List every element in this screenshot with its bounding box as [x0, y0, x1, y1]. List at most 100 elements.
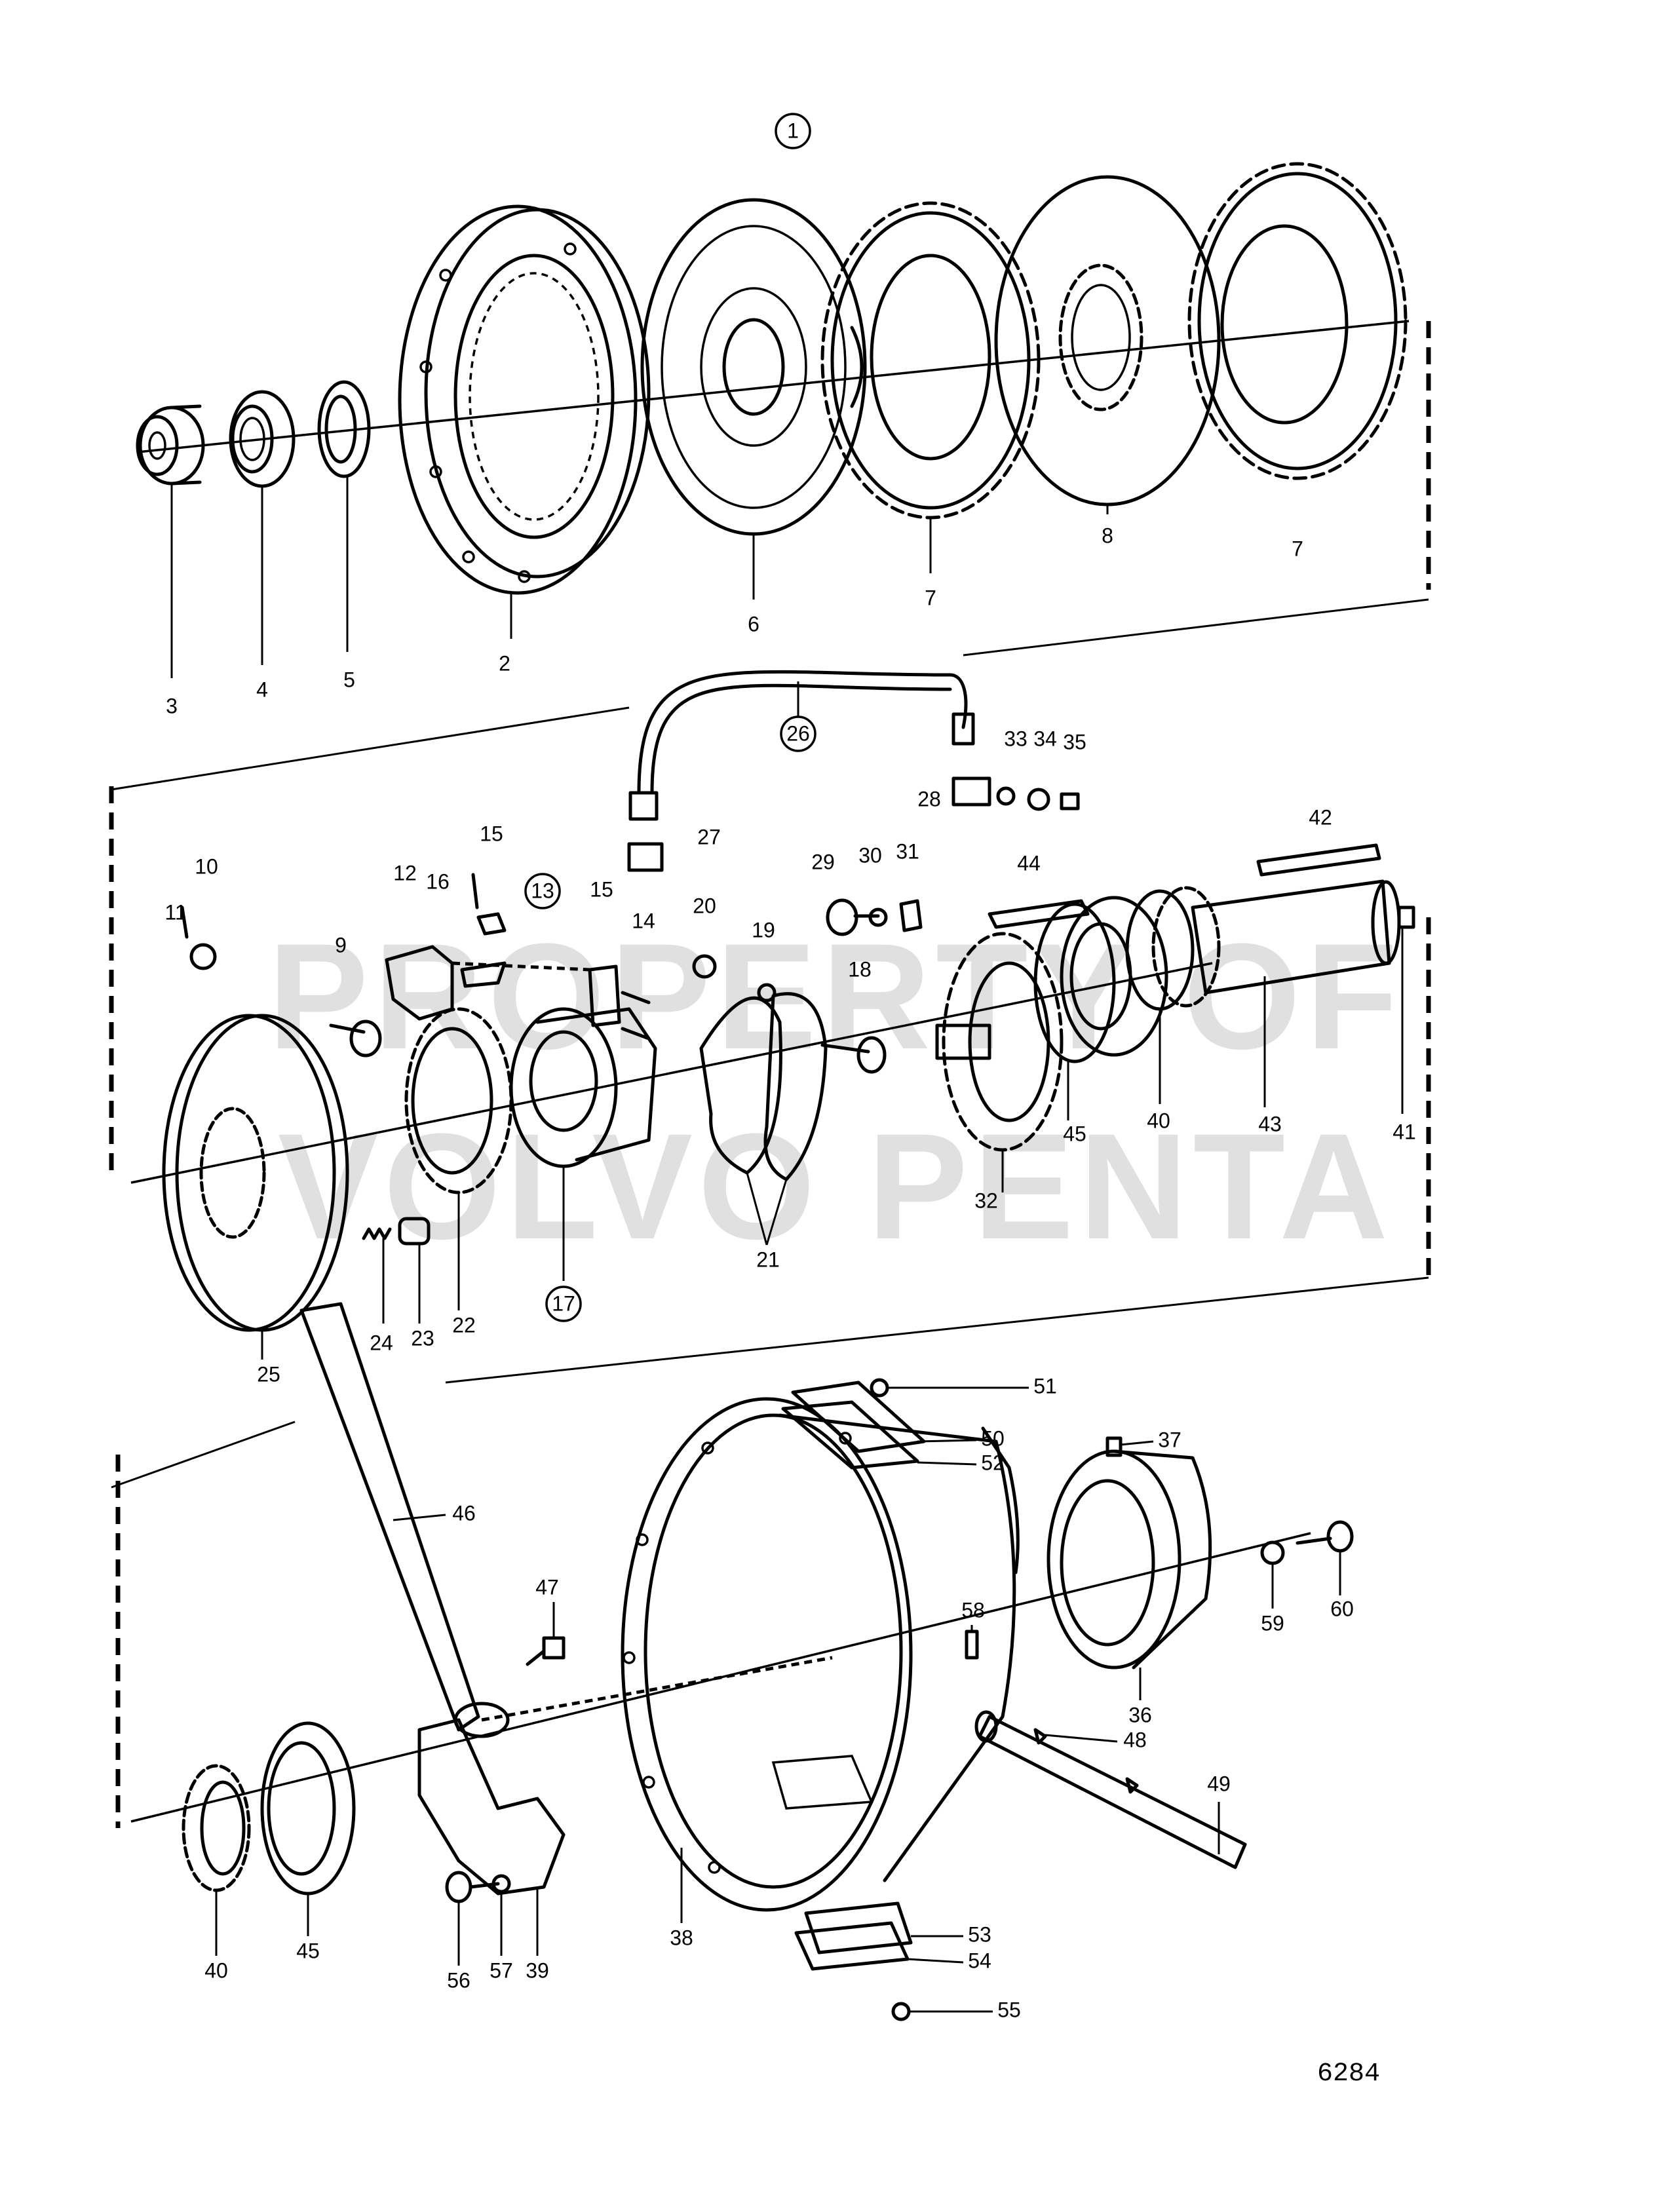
- callout-15a: 15: [480, 822, 503, 845]
- callout-53: 53: [968, 1922, 991, 1946]
- bearing-flange-36: [1047, 1449, 1212, 1669]
- section-guides: [109, 321, 1431, 1828]
- lock-plate-31: [899, 899, 923, 932]
- callout-26: 26: [786, 721, 810, 745]
- callout-31: 31: [896, 839, 919, 863]
- group-callouts: 1 26 13 17: [524, 113, 816, 1322]
- link-15b: [588, 964, 621, 1027]
- callout-22: 22: [452, 1313, 476, 1337]
- callout-6: 6: [748, 612, 759, 636]
- callout-37: 37: [1158, 1428, 1181, 1451]
- callout-39: 39: [526, 1958, 549, 1982]
- callout-28: 28: [917, 787, 941, 810]
- callout-41: 41: [1392, 1120, 1416, 1143]
- screw-47: [526, 1636, 566, 1666]
- gear-ring-2: [398, 204, 651, 595]
- plug-37: [1105, 1436, 1123, 1457]
- callout-40a: 40: [1147, 1109, 1170, 1132]
- callout-58: 58: [961, 1598, 985, 1622]
- callout-42: 42: [1309, 805, 1332, 829]
- callout-4: 4: [256, 677, 268, 701]
- callout-7b: 7: [1292, 537, 1303, 560]
- figure-number: 6284: [1317, 2059, 1380, 2089]
- callout-10: 10: [195, 854, 218, 878]
- callout-14: 14: [632, 909, 655, 932]
- callout-13: 13: [531, 879, 554, 902]
- callout-5: 5: [343, 668, 355, 691]
- bolt-18: [820, 1036, 887, 1074]
- callout-45b: 45: [296, 1939, 320, 1962]
- nut-10: [189, 943, 217, 970]
- callout-30: 30: [858, 843, 882, 867]
- callout-49: 49: [1207, 1772, 1231, 1795]
- pressure-plate-25: [162, 1014, 349, 1332]
- callout-34: 34: [1033, 727, 1057, 750]
- callout-8: 8: [1102, 524, 1113, 547]
- nut-4: [229, 390, 296, 488]
- housing-group: [130, 1302, 1354, 2021]
- shaft-assembly-group: [130, 670, 1415, 1360]
- plug-41: [1397, 906, 1415, 929]
- bolt-9: [329, 1020, 382, 1058]
- callout-9: 9: [335, 933, 347, 957]
- callout-27: 27: [697, 825, 721, 849]
- clutch-drum-6: [640, 198, 867, 536]
- key-44: [988, 899, 1090, 929]
- callout-51: 51: [1033, 1374, 1057, 1398]
- callout-24: 24: [370, 1331, 393, 1354]
- callout-15b: 15: [590, 877, 613, 901]
- callout-56: 56: [447, 1968, 471, 1992]
- watermark-line2: VOLVO PENTA: [278, 1102, 1393, 1270]
- washer-30: [868, 907, 888, 927]
- cross-shaft-49: [974, 1710, 1247, 1869]
- screw-35: [1060, 792, 1080, 810]
- callout-11: 11: [164, 900, 186, 924]
- callout-35: 35: [1063, 730, 1086, 753]
- key-48a: [1033, 1728, 1047, 1745]
- callout-60: 60: [1330, 1597, 1354, 1620]
- callout-23: 23: [411, 1326, 434, 1350]
- callout-12: 12: [393, 861, 417, 885]
- callout-40b: 40: [204, 1958, 228, 1982]
- bolt-29: [826, 898, 880, 936]
- callout-47: 47: [535, 1575, 559, 1599]
- washer-34: [1027, 788, 1050, 811]
- callout-19: 19: [752, 918, 775, 942]
- pin-14a: [621, 991, 651, 1004]
- callout-43: 43: [1258, 1112, 1282, 1135]
- lock-washer-5: [317, 380, 371, 478]
- bell-housing-38: [621, 1397, 1020, 1912]
- clutch-pack-group: [136, 162, 1410, 678]
- clamp-21b: [763, 992, 828, 1181]
- callout-45a: 45: [1063, 1122, 1086, 1145]
- callout-48: 48: [1123, 1728, 1147, 1751]
- callout-16: 16: [426, 869, 450, 893]
- washer-19: [757, 983, 777, 1002]
- callout-18: 18: [848, 957, 872, 981]
- callout-46: 46: [452, 1501, 476, 1525]
- plunger-23: [398, 1217, 431, 1246]
- pin-16: [471, 873, 479, 909]
- bolt-60: [1296, 1520, 1354, 1553]
- callout-29: 29: [811, 850, 835, 873]
- hose-26: [628, 670, 975, 821]
- callout-32: 32: [974, 1189, 998, 1212]
- washer-59: [1260, 1540, 1285, 1565]
- screw-55: [891, 2002, 911, 2021]
- split-pin-11: [180, 906, 189, 939]
- breather-58: [965, 1630, 979, 1660]
- callout-33: 33: [1004, 727, 1028, 750]
- key-42: [1256, 843, 1381, 877]
- callout-57: 57: [490, 1958, 513, 1982]
- callout-38: 38: [670, 1926, 693, 1949]
- callout-2: 2: [499, 651, 510, 675]
- callout-1: 1: [787, 119, 799, 142]
- callout-17: 17: [552, 1291, 575, 1315]
- gasket-52: [781, 1400, 919, 1470]
- toothed-disc-7b: [1187, 162, 1408, 480]
- nut-20: [692, 954, 717, 979]
- cover-50: [791, 1381, 926, 1453]
- bearing-3: [136, 404, 205, 486]
- pin-14b: [621, 1027, 651, 1040]
